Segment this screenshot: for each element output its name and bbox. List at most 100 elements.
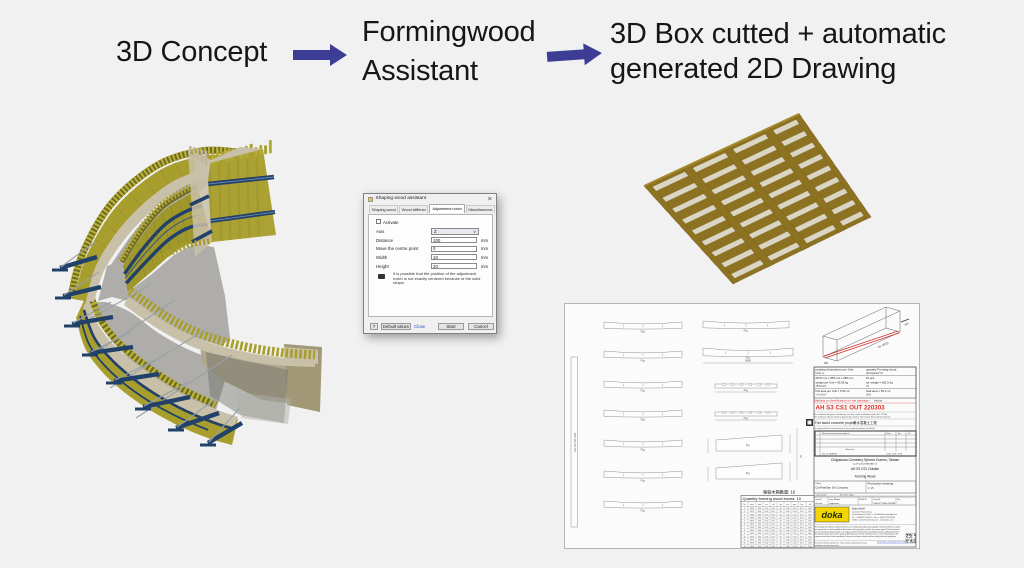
svg-text:The temporary release and fina: The temporary release and final approval… [814,416,891,419]
svg-text:65.1: 65.1 [772,524,776,526]
svg-text:10: 10 [779,527,781,529]
svg-text:350: 350 [904,321,910,327]
svg-text:350: 350 [758,543,761,545]
svg-text:0.52: 0.52 [765,517,769,519]
svg-text:pcs: pcs [793,504,796,506]
svg-text:2970: 2970 [750,543,754,545]
svg-text:Construction: Construction [816,494,827,497]
svg-text:350: 350 [758,539,761,541]
svg-text:scale 1:25 / 1:50: scale 1:25 / 1:50 [886,454,903,456]
svg-text:10: 10 [743,536,745,538]
svg-text:2970: 2970 [750,514,754,516]
svg-text:unit: unit [758,503,762,506]
svg-text:Fig.: Fig. [744,329,749,333]
svg-text:AH S3 CS1 OUT 220303: AH S3 CS1 OUT 220303 [816,405,886,412]
svg-text:kg: kg [779,504,781,506]
svg-text:5.20: 5.20 [793,533,797,535]
svg-text:0.52: 0.52 [765,546,769,548]
svg-text:box: box [750,504,753,506]
svg-text:清水混凝土工程: 清水混凝土工程 [853,420,877,425]
svg-text:below: below [874,399,883,403]
svg-text:65.1: 65.1 [800,539,804,541]
svg-text:For conditions of payment and: For conditions of payment and delivery s… [814,413,888,416]
svg-text:10: 10 [779,543,781,545]
svg-text:1.04: 1.04 [786,514,790,516]
svg-text:2970: 2970 [750,536,754,538]
svg-text:2970: 2970 [750,546,754,548]
svg-text:Fig.: Fig. [641,509,646,513]
svg-text:5.20: 5.20 [793,511,797,513]
svg-text:E-Mail: amstetten@doka.com - w: E-Mail: amstetten@doka.com - www.doka.co… [852,519,894,522]
svg-text:350: 350 [758,514,761,516]
svg-text:Site New Taipei: Site New Taipei [840,494,854,497]
svg-text:380: 380 [824,362,829,365]
svg-text:650: 650 [808,536,811,538]
svg-text:1.04: 1.04 [786,530,790,532]
svg-text:350: 350 [758,521,761,523]
svg-text:65.1: 65.1 [772,517,776,519]
svg-text:650: 650 [808,539,811,541]
svg-text:2970: 2970 [750,508,754,510]
svg-text:0.52: 0.52 [765,543,769,545]
svg-text:m²: m² [772,503,775,506]
svg-text:65.1: 65.1 [800,536,804,538]
svg-text:2970 mm x 350 mm x 380 mm: 2970 mm x 350 mm x 380 mm [816,376,854,380]
svg-text:total area = 55.2 m²: total area = 55.2 m² [866,389,890,393]
svg-text:5.20: 5.20 [793,539,797,541]
svg-text:5.20: 5.20 [793,517,797,519]
svg-text:Chijpassan Cemetery Sphere Dom: Chijpassan Cemetery Sphere Domes, Taiwan [831,458,899,462]
svg-text:approved: approved [830,502,840,505]
svg-text:1.04: 1.04 [786,539,790,541]
svg-text:65.1: 65.1 [800,508,804,510]
svg-text:5.20: 5.20 [793,543,797,545]
svg-text:65.1: 65.1 [800,511,804,513]
svg-text:5.20: 5.20 [793,536,797,538]
svg-text:13: 13 [743,546,745,548]
svg-text:Forming Wood: Forming Wood [855,475,876,479]
svg-text:10: 10 [779,536,781,538]
svg-text:10: 10 [779,546,781,548]
svg-text:Fig.: Fig. [641,418,646,422]
svg-text:10: 10 [779,533,781,535]
svg-text:ref: ref [799,455,802,458]
svg-text:Tel.: +43(0)7472/605-0 - Fax: Tel.: +43(0)7472/605-0 - Fax: +43(0)7472… [852,517,896,519]
svg-text:For further information please: For further information please see: Tech… [815,542,868,545]
svg-text:650: 650 [808,524,811,526]
svg-text:CS9-07-CW05-220303: CS9-07-CW05-220303 [873,503,896,505]
svg-text:5.20: 5.20 [793,546,797,548]
svg-text:650: 650 [808,546,811,548]
svg-text:tot. weight = 650.5 kg: tot. weight = 650.5 kg [866,381,893,385]
svg-text:kg.: kg. [801,504,804,506]
svg-text:ca. 2970: ca. 2970 [877,341,889,349]
svg-text:Note (-): Note (-) [816,371,825,375]
svg-text:65.1: 65.1 [772,543,776,545]
svg-text:Client: Client [816,482,822,485]
svg-text:0.52: 0.52 [765,530,769,532]
svg-text:350: 350 [758,511,761,513]
svg-text:0.52: 0.52 [765,511,769,513]
svg-text:2970: 2970 [750,539,754,541]
svg-text:1.04: 1.04 [786,536,790,538]
svg-text:Fig.: Fig. [746,443,751,447]
svg-text:650: 650 [808,508,811,510]
svg-text:Fig.: Fig. [641,448,646,452]
svg-text:ConFastSan (A) Company: ConFastSan (A) Company [816,486,849,490]
svg-text:65.1: 65.1 [772,508,776,510]
svg-text:customer must inform Doka imme: customer must inform Doka immediately. O… [815,535,897,538]
svg-text:checked: checked [815,503,822,505]
svg-text:3: 3 [744,514,745,516]
svg-text:1: 1 [744,508,745,510]
svg-text:4: 4 [744,517,745,519]
svg-text:The drawing and all ideas cont: The drawing and all ideas contained here… [815,526,900,529]
svg-text:65.1: 65.1 [800,514,804,516]
svg-text:350: 350 [758,527,761,529]
svg-text:10: 10 [779,530,781,532]
svg-text:ck: ck [908,433,911,435]
svg-text:Fig.: Fig. [641,330,646,334]
svg-text:by: by [898,433,901,435]
svg-text:Revision: Revision [846,449,855,451]
svg-text:Fig.: Fig. [641,389,646,393]
svg-text:Nr: Nr [743,504,745,506]
svg-text:quantity Forming wood: quantity Forming wood [866,368,897,372]
svg-text:1.04: 1.04 [786,533,790,535]
